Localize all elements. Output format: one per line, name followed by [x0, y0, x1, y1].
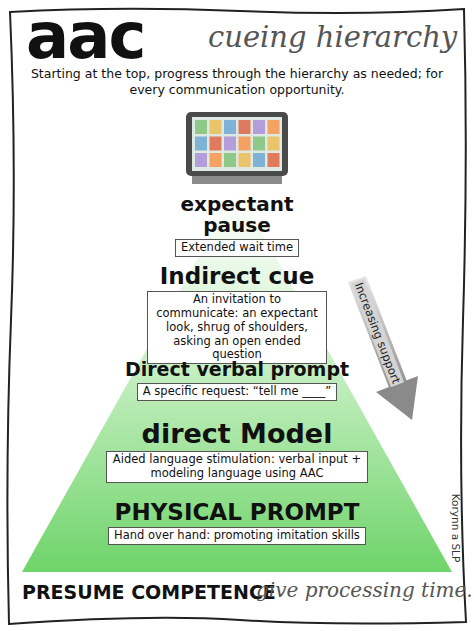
- instruction: Starting at the top, progress through th…: [18, 66, 456, 97]
- pyramid: [22, 188, 452, 572]
- arrow-label: Increasing support: [352, 279, 405, 388]
- cue-level: direct ModelAided language stimulation: …: [87, 420, 387, 483]
- title: aac: [26, 4, 144, 68]
- level-heading: expectant pause: [177, 194, 297, 236]
- credit: Korynn a SLP: [450, 494, 462, 563]
- level-description: Hand over hand: promoting imitation skil…: [108, 527, 366, 545]
- frame: [7, 9, 466, 624]
- cue-level: Direct verbal prompt A specific request: …: [107, 360, 367, 401]
- level-heading: direct Model: [87, 420, 387, 448]
- increasing-support-arrow: [348, 276, 418, 420]
- level-heading: PHYSICAL PROMPT: [77, 500, 397, 524]
- level-heading: Indirect cue: [127, 264, 347, 288]
- tablet-icon: [186, 112, 288, 184]
- level-description: Aided language stimulation: verbal input…: [106, 451, 368, 483]
- subtitle-script: cueing hierarchy: [208, 20, 457, 54]
- cue-level: Indirect cue An invitation to communicate…: [127, 264, 347, 364]
- level-description: An invitation to communicate: an expecta…: [147, 291, 327, 364]
- footer-script: give processing time.: [256, 578, 473, 602]
- level-description: A specific request: “tell me ____”: [137, 383, 337, 401]
- level-heading: Direct verbal prompt: [107, 360, 367, 380]
- footer-bold: PRESUME COMPETENCE: [22, 581, 276, 603]
- level-description: Extended wait time: [175, 239, 299, 257]
- cue-level: expectant pauseExtended wait time: [160, 194, 314, 257]
- cue-level: PHYSICAL PROMPT Hand over hand: promoting…: [77, 500, 397, 545]
